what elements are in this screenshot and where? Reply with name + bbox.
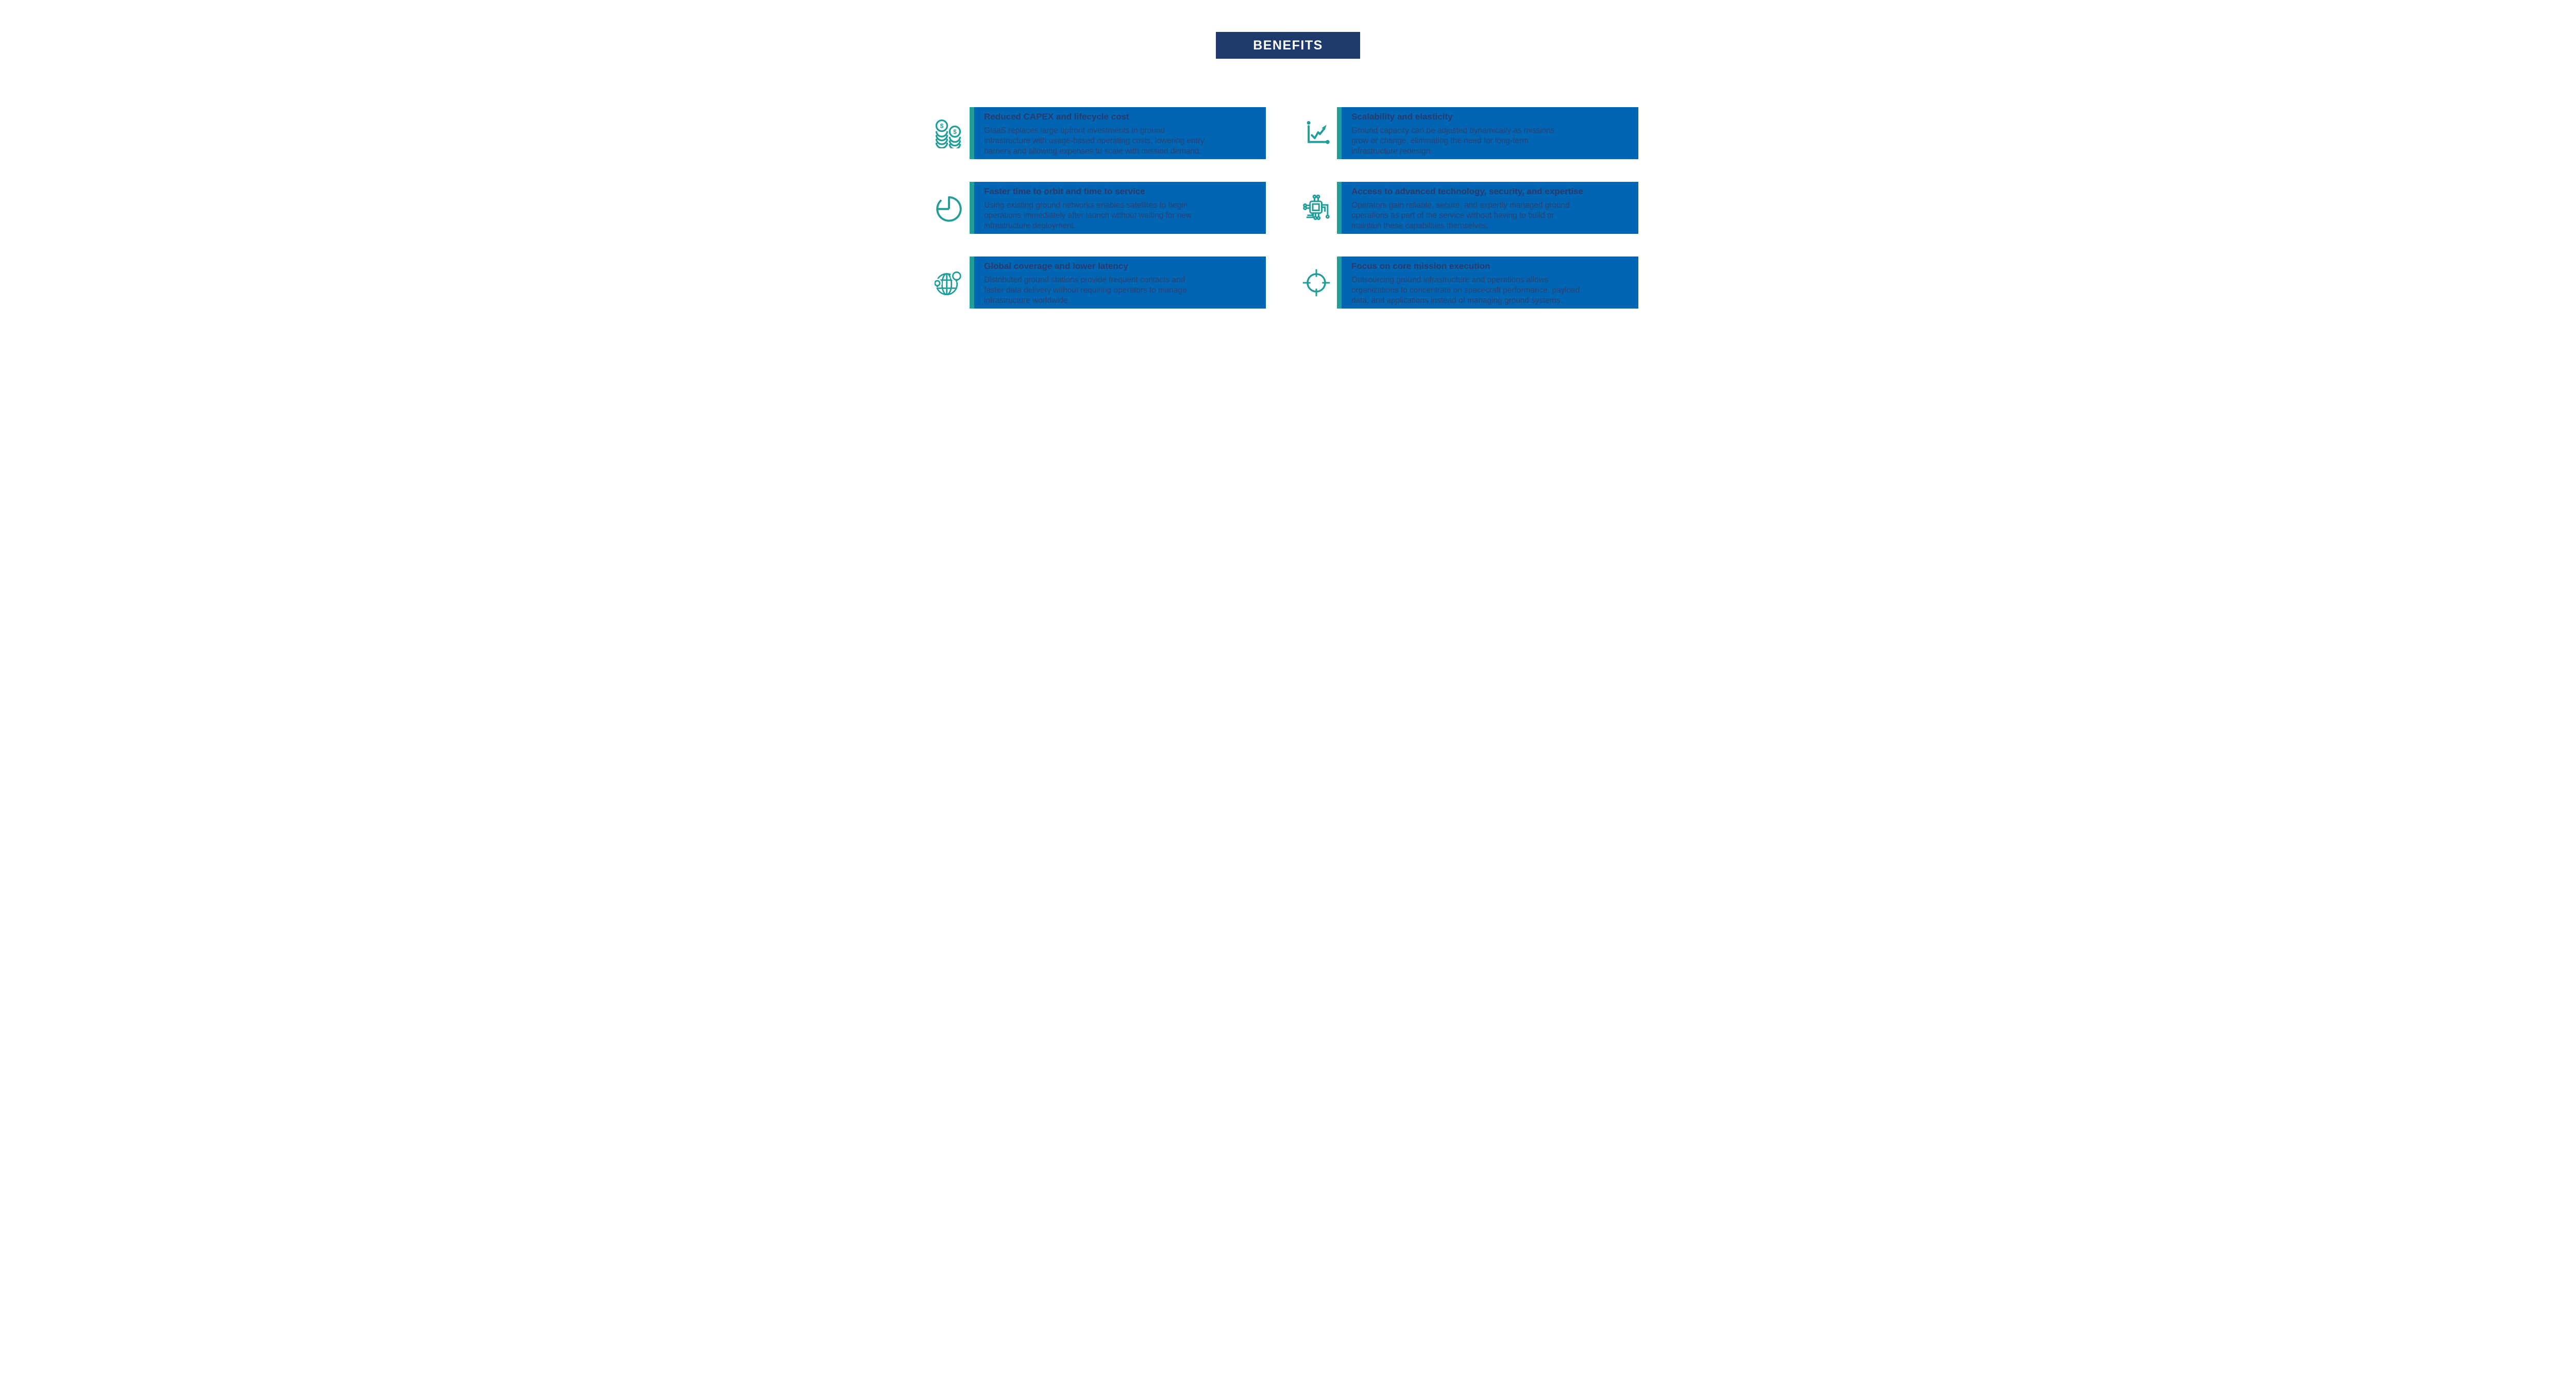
benefits-grid: $ $ Reduced CAPEX and lifecycle cost Gla… [935, 107, 1638, 309]
benefit-item: Focus on core mission execution Outsourc… [1302, 257, 1638, 309]
benefit-description: Outsourcing ground infrastructure and op… [1351, 276, 1580, 305]
benefit-title: Reduced CAPEX and lifecycle cost [984, 112, 1129, 122]
growth-chart-icon [1302, 118, 1331, 148]
globe-pin-icon [935, 268, 963, 298]
svg-text:$: $ [953, 128, 957, 135]
coins-icon: $ $ [935, 118, 963, 148]
benefit-card: Global coverage and lower latency Distri… [970, 257, 1266, 309]
svg-text:$: $ [940, 122, 944, 129]
benefit-card: Faster time to orbit and time to service… [970, 182, 1266, 234]
benefit-item: Access to advanced technology, security,… [1302, 182, 1638, 234]
benefit-card: Access to advanced technology, security,… [1337, 182, 1638, 234]
benefit-item: Faster time to orbit and time to service… [935, 182, 1266, 234]
benefits-page: BENEFITS $ $ Red [884, 0, 1692, 377]
chip-icon [1302, 193, 1331, 223]
benefit-card: Focus on core mission execution Outsourc… [1337, 257, 1638, 309]
target-icon [1302, 268, 1331, 298]
benefit-title: Faster time to orbit and time to service [984, 186, 1145, 196]
benefit-description: Ground capacity can be adjusted dynamica… [1351, 126, 1555, 156]
clock-icon [935, 194, 963, 223]
benefit-item: Global coverage and lower latency Distri… [935, 257, 1266, 309]
benefit-description: Operators gain reliable, secure, and exp… [1351, 201, 1570, 230]
benefit-description: Distributed ground stations provide freq… [984, 276, 1187, 305]
benefit-card: Scalability and elasticity Ground capaci… [1337, 107, 1638, 159]
benefit-item: $ $ Reduced CAPEX and lifecycle cost Gla… [935, 107, 1266, 159]
benefit-description: Using existing ground networks enables s… [984, 201, 1192, 230]
benefits-title: BENEFITS [1253, 38, 1323, 53]
benefit-title: Global coverage and lower latency [984, 261, 1128, 271]
benefit-title: Access to advanced technology, security,… [1351, 186, 1584, 196]
benefit-title: Scalability and elasticity [1351, 112, 1453, 122]
benefit-description: GlaaS replaces large upfront investments… [984, 126, 1205, 156]
benefits-header: BENEFITS [1216, 32, 1360, 59]
benefit-item: Scalability and elasticity Ground capaci… [1302, 107, 1638, 159]
benefit-card: Reduced CAPEX and lifecycle cost GlaaS r… [970, 107, 1266, 159]
benefit-title: Focus on core mission execution [1351, 261, 1490, 271]
